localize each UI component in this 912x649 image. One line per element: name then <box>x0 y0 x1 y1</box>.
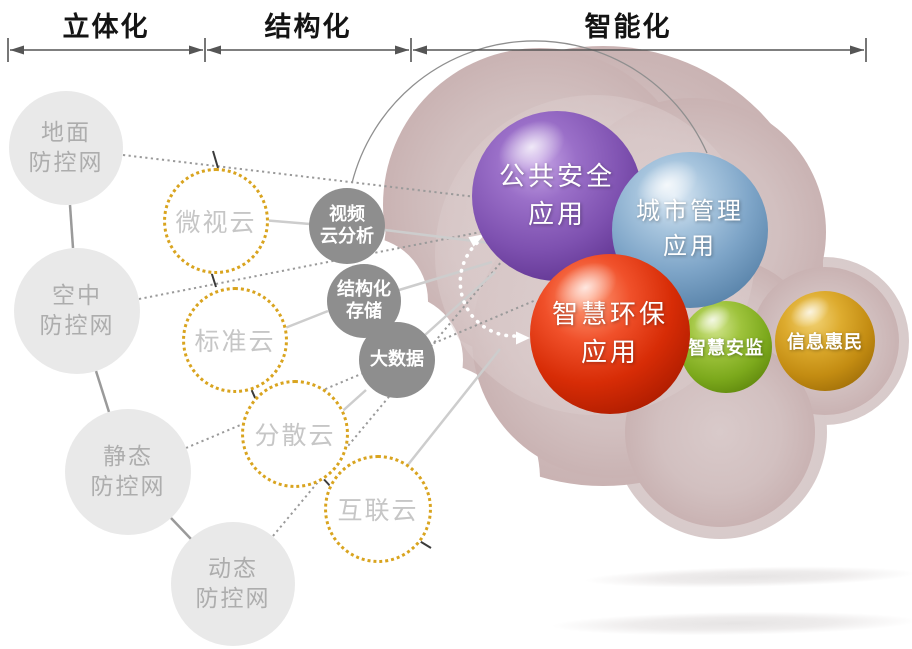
link-bigdata-hub <box>424 271 496 336</box>
sphere-public-safety: 公共安全 应用 <box>472 111 642 281</box>
node-label: 地面 <box>41 120 91 146</box>
sphere-label: 应用 <box>663 234 717 260</box>
node-air-defense: 空中 防控网 <box>14 248 140 374</box>
node-hulian-cloud: 互联云 <box>324 455 432 563</box>
node-label: 静态 <box>103 444 153 470</box>
dotted-link-ground <box>122 154 561 208</box>
node-label: 存储 <box>346 301 382 321</box>
sphere-safety-supervision: 智慧安监 <box>680 301 772 393</box>
node-label: 防控网 <box>28 150 104 175</box>
sphere-label: 应用 <box>580 338 639 367</box>
node-label: 防控网 <box>195 586 271 611</box>
link-biaozhun-storage <box>279 309 329 332</box>
node-weishi-cloud: 微视云 <box>163 168 269 274</box>
node-label: 互联云 <box>337 498 419 525</box>
node-biaozhun-cloud: 标准云 <box>182 287 288 393</box>
sphere-label: 信息惠民 <box>787 332 863 352</box>
sphere-label: 智慧安监 <box>688 338 764 358</box>
link-weishi-video <box>261 218 311 226</box>
dashed-arrowheads <box>468 234 530 345</box>
node-label: 大数据 <box>370 349 424 370</box>
sphere-label: 智慧环保 <box>551 300 668 330</box>
node-label: 云分析 <box>320 226 374 246</box>
node-ground-defense: 地面 防控网 <box>9 91 123 205</box>
dashed-curve-arrow <box>458 241 519 338</box>
node-label: 动态 <box>208 556 258 582</box>
stage-label-zhinenghua: 智能化 <box>584 12 672 42</box>
node-label: 分散云 <box>254 423 336 450</box>
sphere-label: 公共安全 <box>498 162 615 192</box>
node-label: 微视云 <box>175 210 257 237</box>
stage-label-lithua: 立体化 <box>62 12 150 42</box>
cloud-arc-outline <box>351 40 708 184</box>
sphere-city-management: 城市管理 应用 <box>612 152 768 308</box>
node-static-defense: 静态 防控网 <box>65 409 191 535</box>
link-storage-hub <box>398 260 493 292</box>
stage-arrowheads <box>10 45 864 55</box>
sphere-label: 城市管理 <box>636 199 744 226</box>
node-dynamic-defense: 动态 防控网 <box>171 522 295 646</box>
node-label: 视频 <box>329 204 365 225</box>
sphere-info-benefit: 信息惠民 <box>775 291 875 391</box>
node-fensan-cloud: 分散云 <box>241 380 349 488</box>
dotted-link-air <box>138 231 482 300</box>
node-label: 标准云 <box>194 329 276 356</box>
node-label: 防控网 <box>39 313 115 338</box>
stage-label-jiegouhua: 结构化 <box>264 12 352 42</box>
defense-chain <box>68 204 192 540</box>
node-big-data: 大数据 <box>359 322 435 398</box>
link-hulian-hub <box>406 348 501 467</box>
node-label: 防控网 <box>90 474 166 499</box>
sphere-smart-environment: 智慧环保 应用 <box>530 254 690 414</box>
dotted-link-dynamic <box>272 260 503 537</box>
node-label: 空中 <box>52 283 102 309</box>
node-label: 结构化 <box>337 279 391 300</box>
stage-arrows <box>7 38 867 62</box>
sphere-label: 应用 <box>527 200 586 229</box>
node-video-cloud-analysis: 视频 云分析 <box>309 188 385 264</box>
